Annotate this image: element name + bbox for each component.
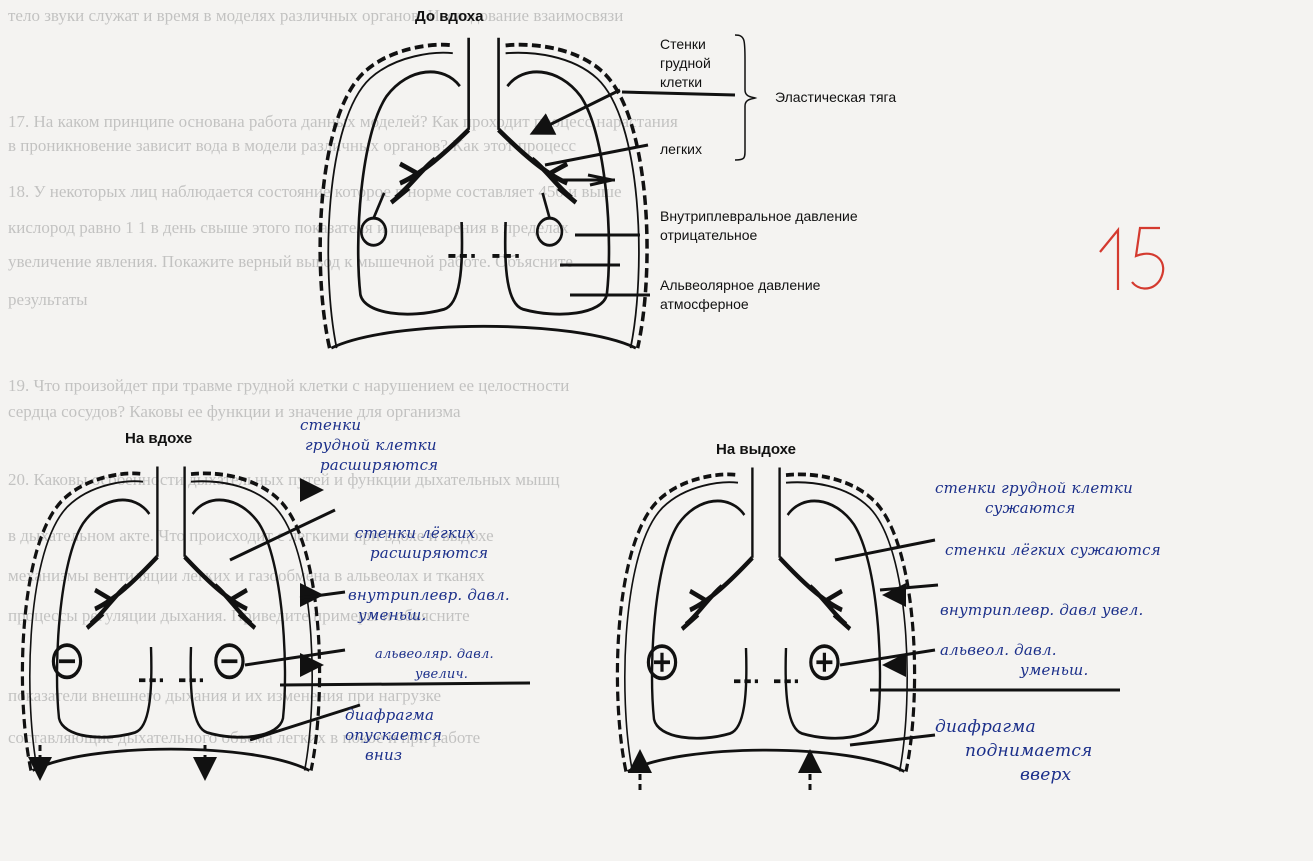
label-alveolar-pressure: Альвеолярное давление атмосферное <box>660 276 820 314</box>
note-inhale-alveolar: альвеоляр. давл. увелич. <box>375 645 494 685</box>
note-inhale-chest-wall: стенки грудной клетки расширяются <box>300 415 438 475</box>
note-exhale-lung-wall: стенки лёгких сужаются <box>945 540 1161 560</box>
label-intrapleural-pressure: Внутриплевральное давление отрицательное <box>660 207 858 245</box>
grade-text: 15 <box>1098 228 1100 248</box>
note-inhale-lung-wall: стенки лёгких расширяются <box>355 523 488 563</box>
note-inhale-diaphragm: диафрагма опускается вниз <box>345 705 442 765</box>
note-exhale-pleural: внутриплевр. давл увел. <box>940 600 1143 620</box>
note-exhale-chest-wall: стенки грудной клетки сужаются <box>935 478 1133 518</box>
label-elastic-recoil: Эластическая тяга <box>775 88 896 107</box>
note-exhale-alveolar: альвеол. давл. уменьш. <box>940 640 1088 680</box>
title-exhale: На выдохе <box>716 441 796 458</box>
title-inhale: На вдохе <box>125 430 192 447</box>
note-inhale-pleural: внутриплевр. давл. уменьш. <box>348 585 510 625</box>
note-exhale-diaphragm: диафрагма поднимается вверх <box>935 715 1093 787</box>
label-lungs: легких <box>660 140 702 159</box>
